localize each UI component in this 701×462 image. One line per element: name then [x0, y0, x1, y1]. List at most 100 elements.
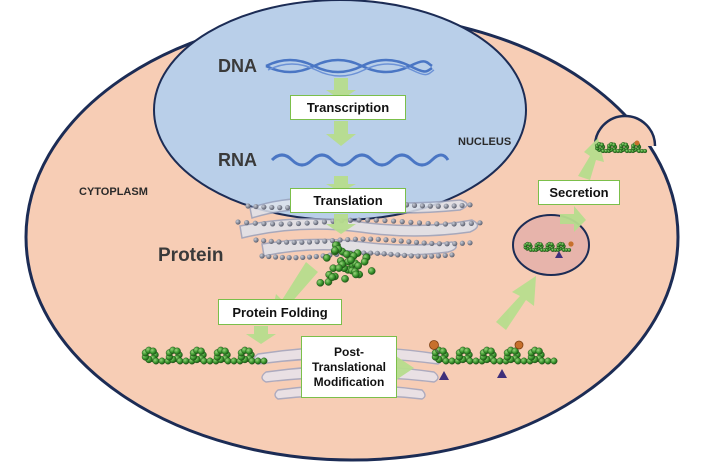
- ribosome-dot: [401, 252, 408, 259]
- ribosome-dot: [395, 252, 401, 258]
- ptm-markers: [429, 140, 640, 380]
- protein-bead: [341, 275, 349, 283]
- dna-label: DNA: [218, 56, 257, 76]
- secretion-box: Secretion: [538, 180, 620, 205]
- protein-bead: [224, 357, 232, 365]
- protein-bead: [496, 357, 504, 365]
- nucleus-label: NUCLEUS: [458, 136, 512, 148]
- protein-chain-modified: [431, 346, 558, 365]
- ribosome-dot: [314, 239, 320, 245]
- ribosome-dot: [272, 254, 279, 260]
- protein-bead: [623, 142, 629, 148]
- ribosome-dot: [390, 218, 397, 224]
- protein-bead: [538, 242, 543, 247]
- protein-bead: [176, 357, 184, 365]
- ribosome-dot: [356, 217, 362, 223]
- ribosome-dot: [408, 253, 414, 259]
- protein-bead: [335, 264, 343, 272]
- ptm-box: Post- Translational Modification: [301, 336, 397, 398]
- protein-bead: [149, 347, 157, 355]
- protein-bead: [173, 347, 181, 355]
- ribosome-dot: [285, 205, 291, 211]
- ribosome-dot: [442, 252, 448, 259]
- ribosome-dot: [321, 219, 328, 225]
- protein-bead: [442, 357, 450, 365]
- ribosome-dot: [399, 219, 405, 225]
- ribosome-dot: [413, 239, 420, 246]
- ribosome-dot: [477, 220, 483, 226]
- ribosome-dot: [313, 253, 319, 260]
- ribosome-dot: [459, 240, 465, 246]
- ribosome-dot: [259, 253, 265, 259]
- ribosome-dot: [266, 253, 272, 260]
- protein-bead: [535, 347, 543, 355]
- ribosome-dot: [322, 238, 328, 244]
- ribosome-dot: [375, 236, 381, 242]
- ribosome-dot: [429, 253, 435, 259]
- ribosome-dot: [452, 241, 458, 247]
- ribosome-dot: [406, 239, 412, 245]
- ribosome-dot: [313, 219, 319, 226]
- protein-bead: [463, 347, 471, 355]
- ribosome-dot: [419, 203, 426, 209]
- ribosome-dot: [444, 241, 450, 247]
- ribosome-dot: [416, 220, 423, 226]
- protein-bead: [230, 357, 238, 365]
- protein-bead: [520, 357, 528, 365]
- protein-chain-vesicle: [523, 241, 572, 252]
- ribosome-dot: [244, 220, 250, 226]
- protein-folding-box: Protein Folding: [218, 299, 342, 325]
- ribosome-dot: [421, 240, 427, 246]
- ribosome-dot: [253, 237, 259, 243]
- ribosome-dot: [360, 236, 366, 242]
- protein-bead: [487, 347, 495, 355]
- exocytosis-vesicle: [593, 114, 657, 147]
- ribosome-dot: [408, 219, 414, 225]
- ptm-label-line3: Modification: [313, 374, 385, 389]
- protein-bead: [323, 254, 331, 262]
- protein-bead: [544, 357, 552, 365]
- protein-bead: [245, 347, 253, 355]
- protein-bead: [260, 357, 268, 365]
- ribosome-dot: [261, 238, 267, 244]
- protein-bead: [538, 357, 546, 365]
- cytoplasm-label: CYTOPLASM: [79, 186, 148, 198]
- ribosome-dot: [235, 219, 241, 225]
- rna-label: RNA: [218, 150, 257, 170]
- protein-bead: [316, 279, 325, 287]
- ribosome-dot: [304, 220, 310, 226]
- ribosome-dot: [293, 255, 299, 261]
- protein-chain-folded: [141, 346, 268, 365]
- protein-bead: [331, 246, 339, 255]
- protein-bead: [567, 248, 572, 252]
- ribosome-dot: [467, 202, 473, 208]
- protein-bead: [511, 347, 519, 355]
- ribosome-dot: [388, 251, 394, 257]
- dna-helix: [265, 58, 435, 77]
- protein-bead: [560, 242, 565, 247]
- protein-bead: [158, 357, 166, 365]
- ribosome-dot: [468, 220, 474, 226]
- protein-chain-secreted: [595, 142, 648, 154]
- protein-label: Protein: [158, 245, 224, 266]
- ribosome-dot: [261, 221, 267, 227]
- protein-bead: [367, 267, 376, 275]
- ribosome-dot: [436, 241, 443, 247]
- ribosome-dot: [291, 239, 297, 245]
- protein-bead: [352, 270, 360, 279]
- transcription-box: Transcription: [290, 95, 406, 120]
- ribosome-dot: [383, 237, 389, 243]
- protein-bead: [221, 347, 229, 355]
- protein-bead: [514, 357, 522, 365]
- translation-box: Translation: [290, 188, 406, 213]
- ribosome-dot: [443, 203, 449, 209]
- ribosome-dot: [287, 221, 293, 227]
- ribosome-dot: [252, 220, 258, 226]
- protein-bead: [152, 357, 160, 365]
- protein-bead: [197, 347, 205, 355]
- protein-bead: [611, 142, 617, 148]
- ribosome-dot: [283, 239, 290, 245]
- ribosome-dot: [306, 254, 313, 260]
- protein-bead: [248, 357, 256, 365]
- ribosome-dot: [286, 255, 292, 261]
